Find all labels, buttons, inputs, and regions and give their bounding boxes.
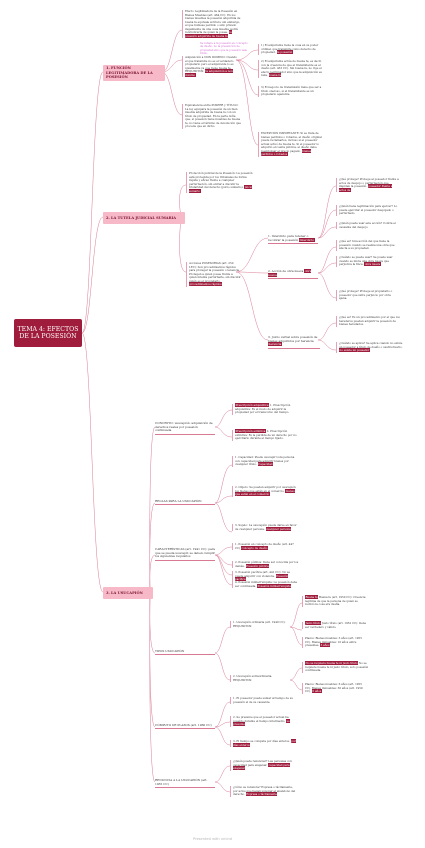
s2-i1-contra-quien: ¿Quién puede usar este acción? Contra el… (336, 221, 399, 230)
s2-i2-cuando: ¿Cuándo se puede usar? Se puede usar cua… (336, 255, 399, 267)
section-usucapion[interactable]: 3. LA USUCAPIÓN (103, 587, 153, 599)
root-topic[interactable]: TEMA 4: EFECTOS DE LA POSESIÓN (14, 319, 82, 347)
s3-ordinaria-justo-titulo: Justo título Justo título (art. 1952 CC)… (302, 621, 367, 630)
footer-credit: Presented with xmind (192, 837, 233, 841)
section-tutela-judicial[interactable]: 2. LA TUTELA JUDICIAL SUMARIA (103, 212, 185, 224)
s1-equivalencia: Equivalencia entre POSEER y TÍTULO: La l… (182, 103, 241, 129)
s3-caract-2: 2. Posesión pública: Debe ser conocida p… (232, 560, 299, 569)
s1-note: Se refiere a la posesión en concepto de … (200, 42, 248, 56)
s1-efecto-legitimador: Efecto Legitimadora de la Posesión en Bi… (182, 9, 241, 39)
s3-caracteristicas[interactable]: CARACTERÍSTICAS (art. 1941 CC): para que… (155, 547, 216, 561)
s3-extraordinaria-plazos: Plazos: Bienes muebles: 6 años (art. 195… (302, 682, 367, 694)
s3-prescripcion-extintiva: Prescripción extintiva 2. Prescripción e… (232, 429, 299, 441)
s3-tipo-ordinaria: 1. Usucapión ordinaria (art. 1940 CC). R… (230, 620, 291, 629)
s3-tipo-extraordinaria: 2. Usucapión extraordinaria. REQUISITOS: (230, 674, 291, 683)
s3-ordinaria-plazos: Plazos: Bienes muebles: 3 años (art. 195… (302, 636, 367, 648)
s3-regla-objeto: 2. Objeto: Se pueden adquirir por usucap… (232, 485, 299, 497)
s3-regla-sujeto: 3. Sujeto: La usucapión puede darse en f… (232, 523, 299, 532)
s1-requisito-3: 3) El negocio de transmisión tiene que s… (258, 85, 323, 97)
s3-caract-4: 4. Posesión ininterrumpida: La posesión … (232, 580, 299, 589)
s3-renuncia-como: ¿Cómo se renuncia? Expresa o tácitamente… (230, 785, 297, 797)
s3-extraordinaria-requisitos: No se requiere buena fe ni justo título … (302, 661, 369, 673)
s1-excepcion: EXCEPCIÓN IMPORTANTE: Si se trata de bie… (258, 131, 323, 157)
s2-item-herencia[interactable]: 3. Juicio verbal sobre posesión de biene… (268, 335, 320, 349)
s3-prescripcion-adquisitiva: Prescripción adquisitiva 1. Prescripción… (232, 403, 299, 415)
section-funcion-legitimadora[interactable]: 1. FUNCIÓN LEGITIMADORA DE LA POSESIÓN (103, 65, 165, 81)
s2-i2-que-es: ¿Qué es? Una acción del que tiene la pos… (336, 239, 399, 251)
s3-tipos[interactable]: TIPOS USUCAPIÓN (155, 649, 215, 655)
s1-requisito-1: 1) El adquirente tiene la cosa en su pod… (258, 43, 323, 55)
s3-renuncia-quien: ¿Quién puede renunciar? Las personas con… (230, 759, 297, 771)
s1-requisito-2: 2) El adquirente actúa de buena fe, es d… (258, 59, 323, 78)
s2-i3-que-es: ¿Qué es? Es un procedimiento por el que … (336, 315, 403, 327)
s2-i3-cuando: ¿Cuándo se aplica? Se aplica cuando no e… (336, 341, 403, 353)
s3-renuncia[interactable]: RENUNCIA A LA USUCAPIÓN (art. 1935 CC) (155, 778, 215, 788)
s3-caract-1: 1. Posesión en concepto de dueño (art. 4… (232, 542, 299, 551)
s3-computo-plazos[interactable]: CÓMPUTO DE PLAZOS (art. 1960 CC) (155, 723, 215, 729)
s2-i1-que-protege: ¿Qué protege? Protege al poseedor frente… (336, 177, 399, 193)
s2-item-obra-nueva[interactable]: 2. Acción de obra nueva obra nueva (268, 269, 318, 279)
s3-reglas[interactable]: REGLAS PARA LA USUCAPIÓN (155, 499, 215, 505)
s1-adquisicion-non-domino: Adquisición a NON DOMINO: Cuando el que … (182, 55, 239, 78)
s3-caract-3: 3. Posesión pacífica (art. 441 CC): No s… (232, 570, 299, 582)
s3-computo-2: 2. Se presume que el poseedor actual ha … (230, 715, 297, 727)
s3-regla-capacidad: 1. Capacidad: Puede usucapir toda person… (232, 455, 299, 467)
s3-computo-3: 3. El tiempo se computa por días enteros… (230, 739, 297, 748)
s3-ordinaria-buena-fe: Buena fe Buena fe (art. 1950 CC): Creenc… (302, 595, 367, 607)
s2-i2-que-protege: ¿Qué protege? Protege al propietario o p… (336, 289, 399, 301)
s2-acciones-posesorias: Acciones POSESORIAS (art. 250 LEC): Son … (186, 261, 241, 287)
s3-concepto[interactable]: CONCEPTO: usucapión: adquisición de dere… (155, 421, 215, 435)
s3-computo-1: 1. El poseedor puede sumar al tiempo de … (230, 696, 297, 705)
s2-item-interdicto[interactable]: 1. Interdicto para retener o recobrar la… (268, 234, 318, 244)
s2-proteccion-judicial: Protección judicial de la Posesión: La p… (186, 171, 253, 194)
s2-i1-legitimacion: ¿Quién tiene legitimación para ejercer? … (336, 204, 399, 216)
